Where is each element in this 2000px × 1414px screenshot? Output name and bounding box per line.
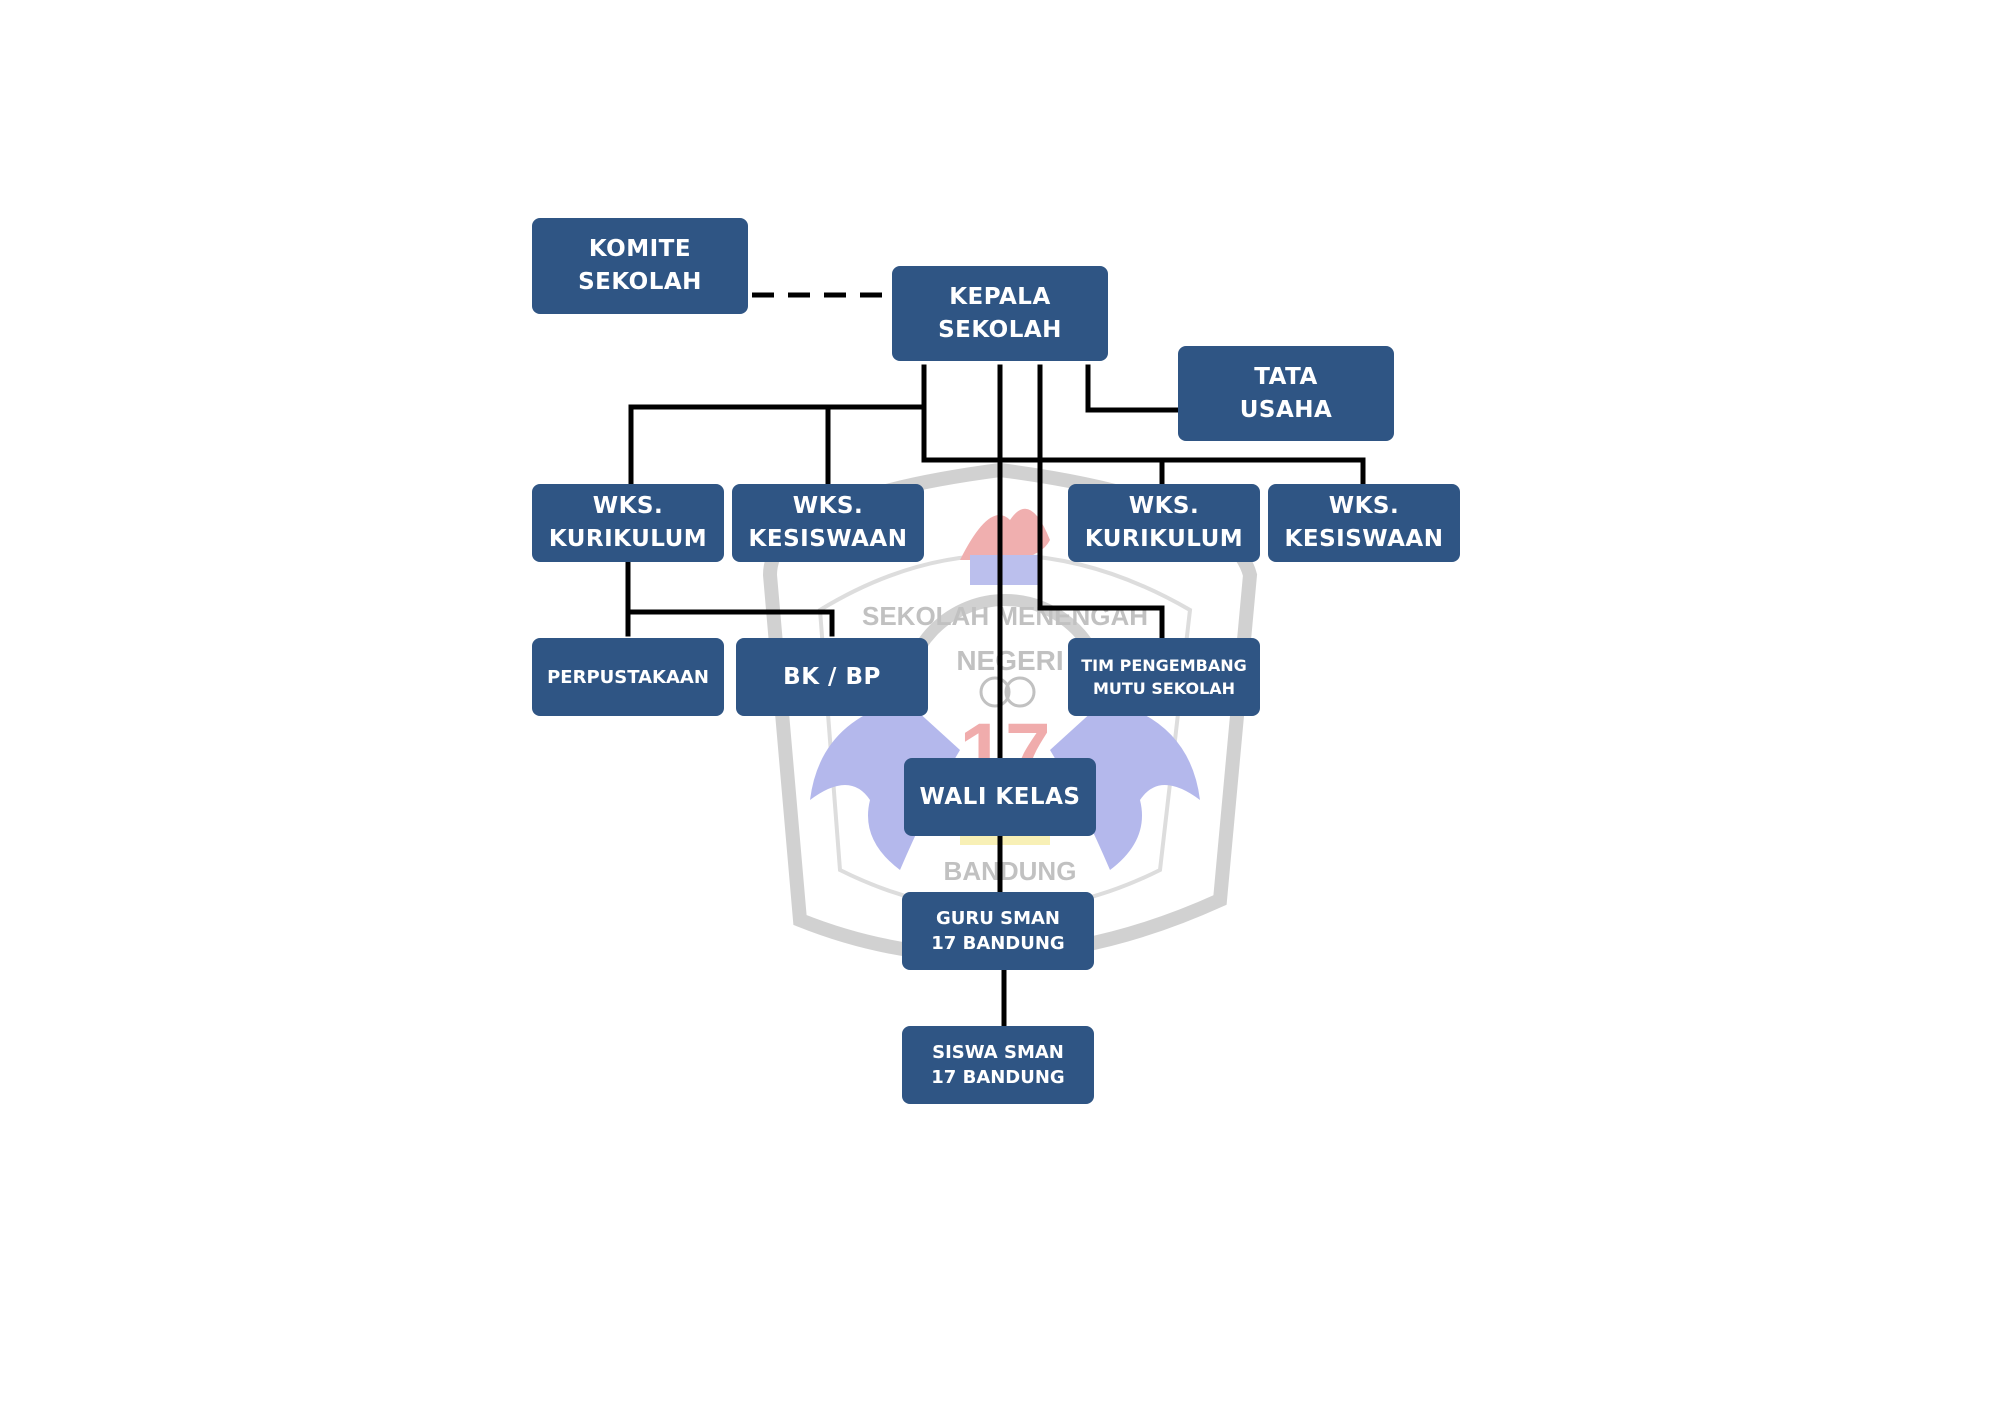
connector-tata-usaha — [1085, 364, 1181, 413]
komite-sekolah-label: KOMITE SEKOLAH — [578, 236, 702, 295]
wks-kurikulum-left-label: WKS. KURIKULUM — [548, 493, 708, 552]
guru-box: GURU SMAN 17 BANDUNG — [902, 892, 1094, 970]
wks-kesiswaan-right-label: WKS. KESISWAAN — [1284, 493, 1444, 552]
tata-usaha-box: TATA USAHA — [1178, 346, 1394, 441]
wks-kesiswaan-left-box: WKS. KESISWAAN — [732, 484, 924, 562]
guru-label: GURU SMAN 17 BANDUNG — [931, 908, 1065, 954]
watermark-middle-text: NEGERI — [956, 645, 1063, 676]
tim-pengembang-label: TIM PENGEMBANG MUTU SEKOLAH — [1081, 656, 1247, 698]
connector-lines — [625, 292, 1366, 1028]
wks-kurikulum-left-box: WKS. KURIKULUM — [532, 484, 724, 562]
perpustakaan-box: PERPUSTAKAAN — [532, 638, 724, 716]
tata-usaha-label: TATA USAHA — [1239, 363, 1333, 423]
wks-kurikulum-right-label: WKS. KURIKULUM — [1084, 493, 1244, 552]
bk-bp-label: BK / BP — [783, 663, 881, 690]
siswa-box: SISWA SMAN 17 BANDUNG — [902, 1026, 1094, 1104]
connector-tim-pengembang — [1037, 364, 1165, 639]
connector-wks-right — [921, 404, 1366, 489]
perpustakaan-label: PERPUSTAKAAN — [547, 666, 709, 688]
wali-kelas-box: WALI KELAS — [904, 758, 1096, 836]
wks-kesiswaan-right-box: WKS. KESISWAAN — [1268, 484, 1460, 562]
siswa-label: SISWA SMAN 17 BANDUNG — [931, 1042, 1065, 1088]
tim-pengembang-box: TIM PENGEMBANG MUTU SEKOLAH — [1068, 638, 1260, 716]
watermark-bottom-text: BANDUNG — [944, 856, 1077, 886]
wali-kelas-label: WALI KELAS — [919, 783, 1081, 810]
connector-wks-left — [628, 364, 927, 489]
kepala-sekolah-box: KEPALA SEKOLAH — [892, 266, 1108, 361]
connector-bk-bp — [625, 609, 835, 637]
wks-kurikulum-right-box: WKS. KURIKULUM — [1068, 484, 1260, 562]
komite-sekolah-box: KOMITE SEKOLAH — [532, 218, 748, 314]
wks-kesiswaan-left-label: WKS. KESISWAAN — [748, 493, 908, 552]
kepala-sekolah-label: KEPALA SEKOLAH — [938, 283, 1062, 343]
bk-bp-box: BK / BP — [736, 638, 928, 716]
